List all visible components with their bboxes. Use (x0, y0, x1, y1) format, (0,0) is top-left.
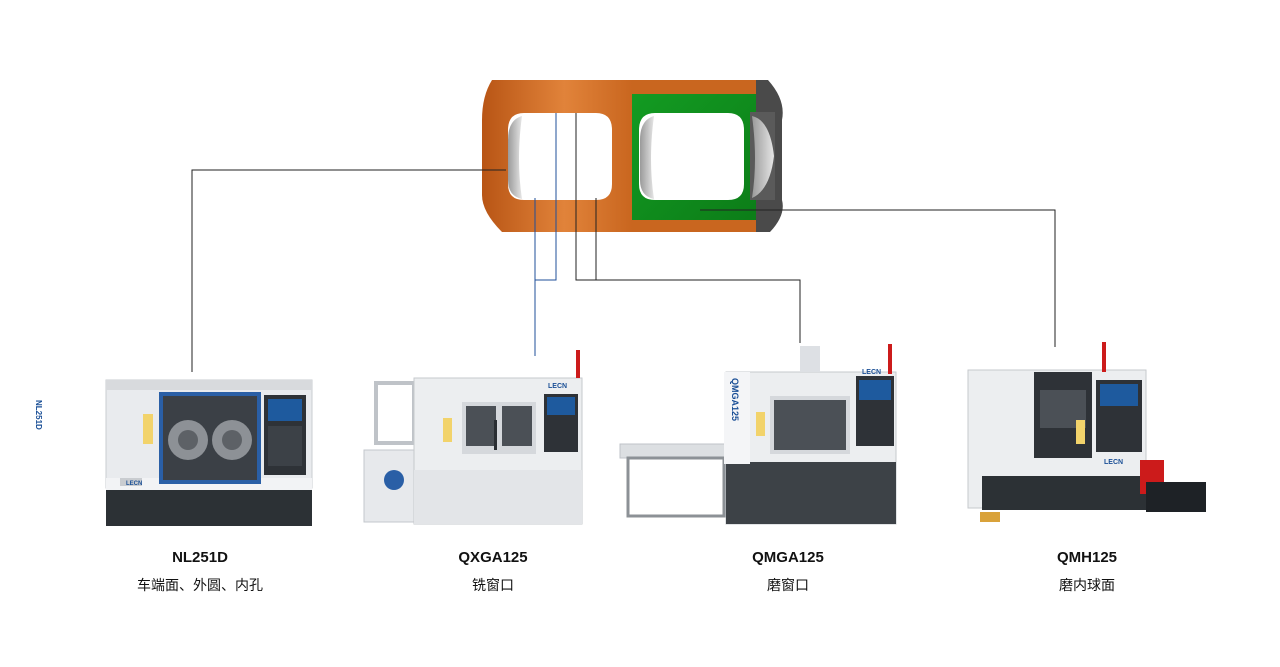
model-label-qmh125: QMH125 (1056, 549, 1118, 566)
workpiece-cage (482, 80, 783, 232)
cage-window-left-bevel (508, 116, 522, 199)
machine-nl251d-side-text: NL251D (34, 400, 43, 430)
machine-nl251d-logo: LECN (126, 481, 142, 487)
leader-lines (191, 113, 1056, 372)
caption-qmga125: QMGA125 磨窗口 (668, 549, 908, 595)
leader-qxga125-b (535, 113, 557, 281)
machine-qmga125: QMGA125 LECN (619, 344, 897, 525)
model-label-qmga125: QMGA125 (752, 549, 824, 566)
leader-qmga125-a (575, 113, 801, 343)
model-label-qxga125: QXGA125 (458, 549, 528, 566)
leader-nl251d (191, 169, 506, 372)
operation-label-nl251d: 车端面、外圆、内孔 (137, 578, 263, 594)
cage-window-right (639, 113, 744, 200)
machine-qmh125: LECN (967, 342, 1206, 522)
machine-qmh125-logo: LECN (1104, 459, 1123, 466)
machine-qmga125-logo: LECN (862, 369, 881, 376)
machine-nl251d: NL251D LECN (34, 379, 313, 526)
operation-label-qxga125: 铣窗口 (472, 578, 514, 594)
leader-qmh125 (700, 209, 1056, 347)
operation-label-qmga125: 磨窗口 (767, 578, 809, 594)
machine-qxga125-logo: LECN (548, 383, 567, 390)
machine-qmga125-side-text: QMGA125 (730, 378, 740, 421)
cage-window-right-bevel (640, 116, 654, 199)
caption-qmh125: QMH125 磨内球面 (967, 549, 1207, 595)
model-label-nl251d: NL251D (172, 549, 228, 566)
cage-rim-window-edge (752, 116, 774, 198)
cage-window-left (508, 113, 612, 200)
caption-qxga125: QXGA125 铣窗口 (373, 549, 613, 595)
machine-qxga125: LECN (363, 350, 583, 525)
operation-label-qmh125: 磨内球面 (1059, 578, 1115, 594)
caption-nl251d: NL251D 车端面、外圆、内孔 (80, 549, 320, 595)
